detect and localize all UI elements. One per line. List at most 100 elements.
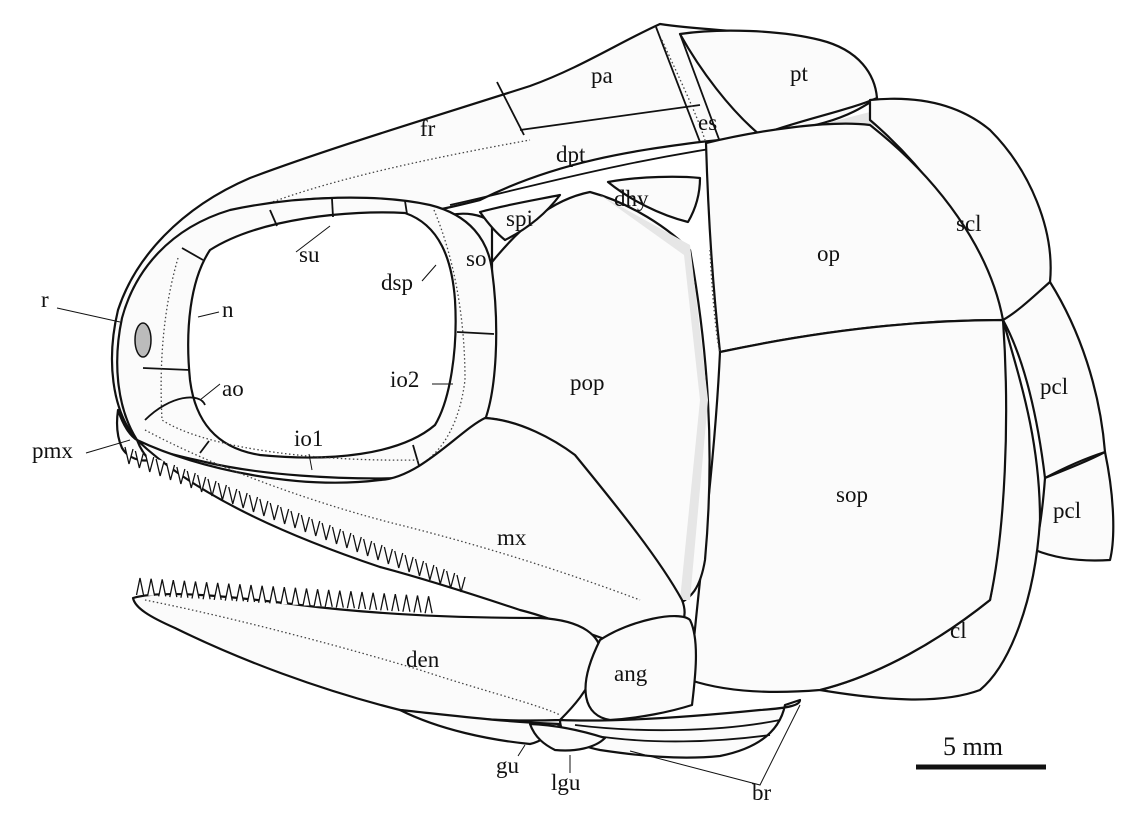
label-pmx: pmx [32, 438, 73, 463]
nasal-opening [134, 322, 152, 358]
label-op: op [817, 241, 840, 266]
lower-tooth [302, 588, 311, 606]
upper-tooth [176, 466, 186, 485]
lower-tooth [424, 596, 433, 614]
upper-tooth [217, 482, 228, 501]
leader-io1 [308, 453, 313, 471]
label-io1: io1 [294, 426, 323, 451]
branchiostegal-rays [558, 698, 802, 759]
lower-tooth [357, 591, 367, 610]
upper-tooth [259, 498, 269, 517]
label-pt: pt [790, 61, 809, 86]
lower-tooth [246, 584, 256, 603]
lower-tooth [346, 591, 356, 609]
lower-tooth [202, 582, 211, 600]
label-dhy: dhy [614, 186, 649, 211]
label-br: br [752, 780, 772, 805]
upper-tooth [134, 450, 145, 469]
upper-tooth [124, 446, 134, 465]
lower-tooth [191, 581, 200, 599]
lower-tooth [158, 579, 167, 597]
upper-tooth [362, 538, 373, 557]
label-lgu: lgu [551, 770, 581, 795]
upper-teeth [124, 446, 466, 593]
upper-tooth [456, 574, 466, 593]
upper-tooth [196, 474, 207, 493]
upper-tooth [145, 454, 155, 473]
label-r: r [41, 287, 49, 312]
lower-teeth [135, 577, 433, 614]
orbit [187, 211, 457, 459]
upper-tooth [445, 570, 456, 589]
upper-tooth [311, 518, 321, 537]
upper-tooth [331, 526, 342, 545]
leader-br [629, 704, 801, 786]
dermohyal-bone [606, 175, 702, 224]
label-pcl-lower: pcl [1053, 498, 1081, 523]
angular-bone [584, 614, 697, 722]
scale-bar-label: 5 mm [943, 732, 1003, 761]
lower-tooth [180, 580, 189, 598]
upper-tooth [279, 506, 290, 525]
lower-tooth [135, 577, 145, 596]
upper-tooth [228, 486, 238, 505]
label-sop: sop [836, 482, 868, 507]
upper-tooth [165, 462, 176, 481]
spiracular-bone [478, 193, 562, 242]
label-fr: fr [420, 116, 436, 141]
lower-tooth [257, 585, 267, 603]
label-pa: pa [591, 63, 613, 88]
leader-pmx [85, 439, 131, 454]
posttemporal-bone [678, 29, 879, 137]
leader-r [56, 307, 121, 323]
upper-tooth [425, 562, 435, 581]
upper-tooth [207, 478, 217, 497]
lower-tooth [402, 594, 411, 612]
label-n: n [222, 297, 234, 322]
label-es: es [698, 110, 717, 135]
upper-tooth [342, 530, 352, 549]
label-dpt: dpt [556, 142, 586, 167]
label-mx: mx [497, 525, 527, 550]
upper-tooth [404, 554, 414, 573]
label-dsp: dsp [381, 270, 413, 295]
upper-tooth [352, 534, 362, 553]
upper-tooth [248, 494, 259, 513]
lateral-gular-bone [528, 722, 607, 752]
label-ao: ao [222, 376, 244, 401]
label-su: su [299, 242, 320, 267]
lower-tooth [324, 589, 333, 608]
upper-tooth [394, 550, 404, 569]
lower-tooth [335, 590, 344, 608]
label-io2: io2 [390, 367, 419, 392]
leader-su [295, 225, 331, 253]
upper-tooth [186, 470, 196, 489]
label-ang: ang [614, 661, 648, 686]
upper-tooth [269, 502, 279, 521]
upper-tooth [435, 566, 445, 585]
upper-tooth [238, 490, 248, 509]
lower-tooth [213, 582, 222, 601]
upper-tooth [321, 522, 331, 541]
lower-tooth [313, 589, 322, 607]
lower-tooth [413, 595, 422, 613]
subopercle-bone [688, 318, 1008, 694]
label-den: den [406, 647, 440, 672]
label-pcl-upper: pcl [1040, 374, 1068, 399]
lower-tooth [380, 593, 389, 611]
upper-tooth [373, 542, 383, 561]
lower-tooth [269, 586, 278, 604]
label-so: so [466, 246, 486, 271]
label-spi: spi [506, 206, 533, 231]
lower-tooth [146, 578, 156, 596]
lower-tooth [224, 583, 233, 601]
lower-tooth [291, 587, 300, 605]
label-scl: scl [956, 211, 982, 236]
leader-n [197, 311, 220, 318]
label-pop: pop [570, 370, 605, 395]
lower-tooth [280, 586, 289, 605]
upper-tooth [300, 514, 311, 533]
lower-tooth [169, 579, 178, 598]
lower-tooth [235, 584, 245, 602]
